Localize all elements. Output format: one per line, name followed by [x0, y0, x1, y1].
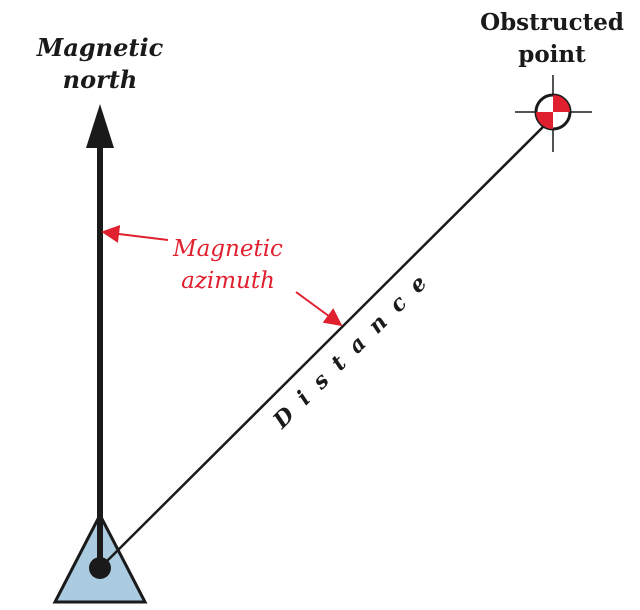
magnetic-north-label-line1: Magnetic — [36, 33, 164, 62]
distance-label: Distance — [267, 260, 442, 434]
station-point — [89, 557, 111, 579]
obstructed-point-label-line1: Obstructed — [480, 9, 624, 36]
distance-line — [99, 116, 554, 569]
azimuth-arrow-to-line — [295, 291, 343, 327]
north-arrowhead — [86, 104, 114, 148]
magnetic-north-label-line2: north — [63, 65, 138, 94]
azimuth-arrow-to-north — [101, 225, 169, 243]
obstructed-point-target — [515, 75, 592, 152]
magnetic-azimuth-label-line2: azimuth — [181, 268, 275, 294]
obstructed-point-label-line2: point — [518, 41, 586, 68]
magnetic-azimuth-label-line1: Magnetic — [172, 236, 283, 262]
